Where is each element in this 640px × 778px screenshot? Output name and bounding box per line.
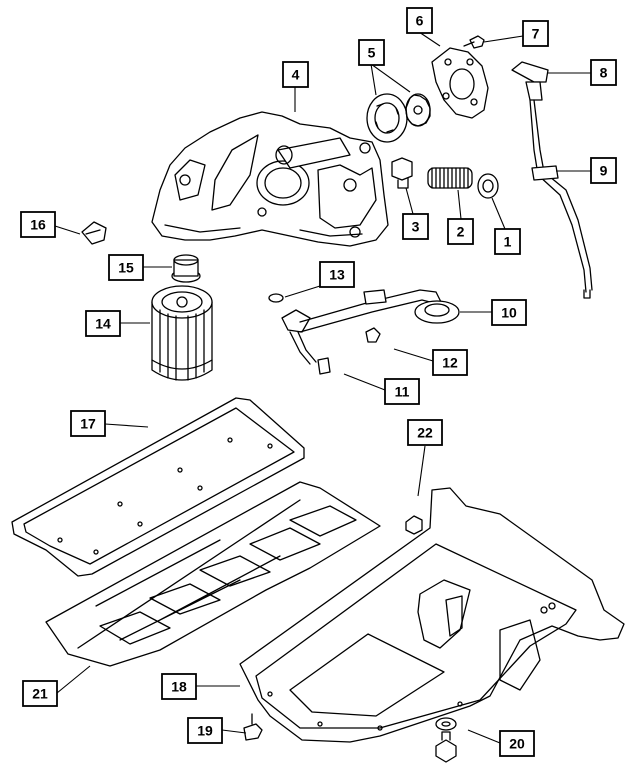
callout-2: 2 [447,218,474,245]
callout-13: 13 [319,261,355,288]
callout-14: 14 [85,310,121,337]
windage-tray [45,481,381,667]
pan-bolt [243,713,263,741]
callout-16: 16 [20,211,56,238]
oil-pan-gasket [11,397,305,577]
oil-pickup-tube [281,289,460,375]
pan-nut [405,515,423,535]
callout-16-label: 16 [30,217,46,233]
callout-21: 21 [22,680,58,707]
callout-20-label: 20 [509,736,525,752]
callout-14-label: 14 [95,316,111,332]
relief-valve-spring [427,167,473,189]
callout-3: 3 [402,213,429,240]
callout-12: 12 [432,349,468,376]
leader-lines [54,31,591,744]
callout-2-label: 2 [457,224,465,240]
callout-22-label: 22 [417,425,433,441]
callout-10-label: 10 [501,305,517,321]
callout-3-label: 3 [412,219,420,235]
pump-rotor-set [366,93,431,143]
callout-4: 4 [282,61,309,88]
callout-17: 17 [70,410,106,437]
callout-5-label: 5 [368,45,376,61]
callout-8: 8 [590,59,617,86]
callout-13-label: 13 [329,267,345,283]
callout-21-label: 21 [32,686,48,702]
callout-11-label: 11 [395,384,410,400]
oil-pan [239,487,625,743]
pan-drain-plug [435,717,457,763]
callout-10: 10 [491,299,527,326]
callout-1-label: 1 [504,234,512,250]
callout-6: 6 [406,7,433,34]
callout-18: 18 [161,673,197,700]
callout-8-label: 8 [600,65,608,81]
o-ring [268,293,284,303]
callout-4-label: 4 [292,67,300,83]
oil-filter [151,285,213,381]
callout-5: 5 [358,39,385,66]
callout-1: 1 [494,228,521,255]
callout-15: 15 [108,254,144,281]
callout-9: 9 [590,157,617,184]
callout-7-label: 7 [532,26,540,42]
oil-filter-adapter [171,254,201,283]
cover-screw [463,35,485,49]
callout-18-label: 18 [171,679,187,695]
callout-15-label: 15 [118,260,134,276]
callout-17-label: 17 [80,416,96,432]
callout-9-label: 9 [600,163,608,179]
callout-12-label: 12 [442,355,458,371]
drain-plug-16 [81,221,107,245]
dipstick-assembly [511,61,593,299]
callout-11: 11 [384,378,420,405]
callout-6-label: 6 [416,13,424,29]
callout-19: 19 [187,717,223,744]
callout-19-label: 19 [197,723,213,739]
relief-valve-plug [391,157,413,189]
callout-7: 7 [522,20,549,47]
pump-cover [431,47,489,119]
callout-20: 20 [499,730,535,757]
relief-valve [477,173,499,199]
callout-22: 22 [407,419,443,446]
oil-pump-housing [151,111,389,247]
